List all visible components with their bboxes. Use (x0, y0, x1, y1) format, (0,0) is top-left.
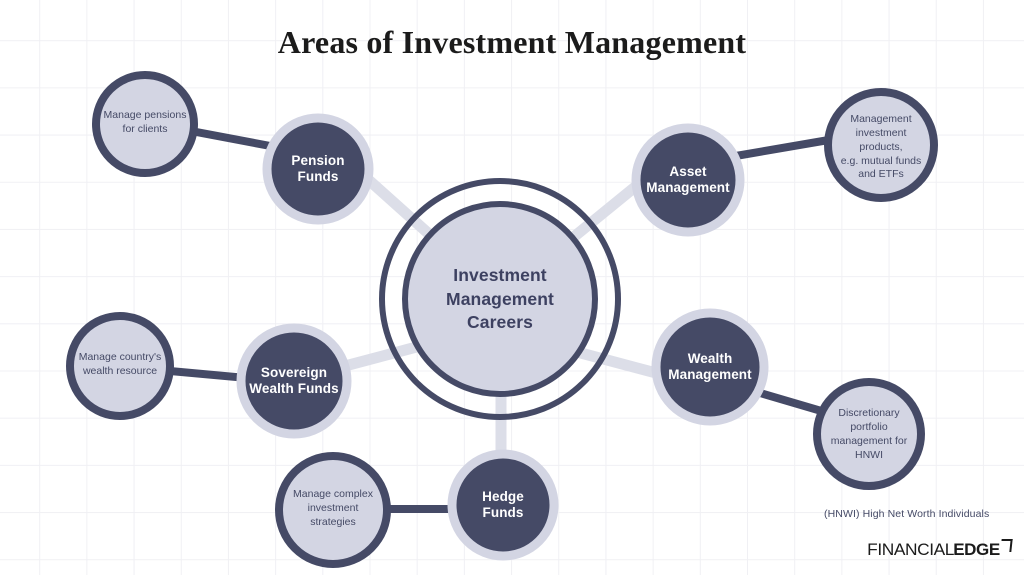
node-wealth-management[interactable] (651, 308, 769, 426)
callout-asset-management[interactable] (824, 88, 938, 202)
hub-outer-ring (379, 178, 621, 420)
hub-circle[interactable] (402, 201, 598, 397)
page-title: Areas of Investment Management (277, 24, 747, 60)
callout-sovereign-wealth-funds[interactable] (66, 312, 174, 420)
logo-bold-text: EDGE (953, 540, 1000, 559)
logo-flag-icon (1000, 539, 1013, 552)
hub-group (379, 178, 621, 420)
node-pension-funds[interactable] (262, 113, 374, 225)
callout-pension-funds[interactable] (92, 71, 198, 177)
main-nodes (236, 113, 769, 561)
callout-bubbles (66, 71, 938, 568)
node-hedge-funds[interactable] (447, 449, 559, 561)
logo-light-text: FINANCIAL (867, 540, 955, 559)
footnote: (HNWI) High Net Worth Individuals (824, 508, 990, 520)
node-sovereign-wealth-funds[interactable] (236, 323, 352, 439)
callout-hedge-funds[interactable] (275, 452, 391, 568)
callout-wealth-management[interactable] (813, 378, 925, 490)
node-asset-management[interactable] (631, 123, 745, 237)
